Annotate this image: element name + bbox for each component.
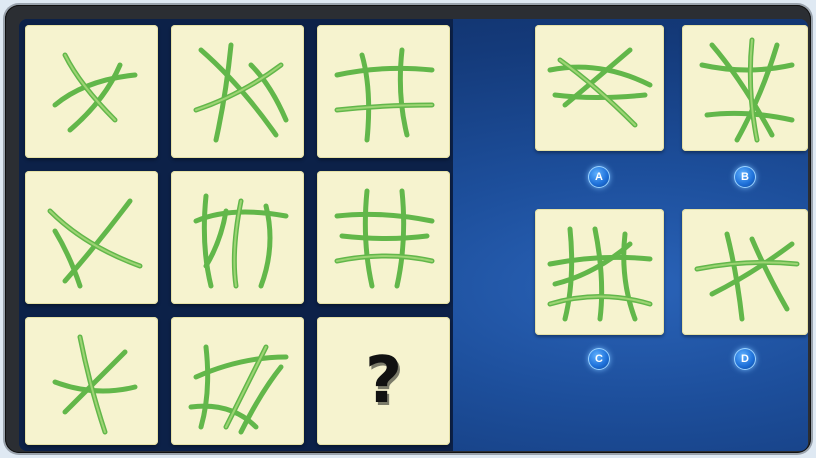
option-a-badge[interactable]: A: [588, 166, 610, 188]
strand-pattern-icon: [171, 317, 304, 445]
strand-pattern-icon: [535, 25, 664, 151]
option-d-tile[interactable]: [682, 209, 808, 335]
matrix-tile-r3c2: [171, 317, 304, 445]
matrix-tile-r2c1: [25, 171, 158, 304]
matrix-tile-r1c1: [25, 25, 158, 158]
matrix-tile-r3c3-missing: ?: [317, 317, 450, 445]
strand-pattern-icon: [682, 25, 808, 151]
option-d-badge[interactable]: D: [734, 348, 756, 370]
matrix-tile-r2c3: [317, 171, 450, 304]
strand-pattern-icon: [171, 171, 304, 304]
strand-pattern-icon: [535, 209, 664, 335]
puzzle-stage: ? A B C: [19, 19, 808, 451]
option-a-tile[interactable]: [535, 25, 664, 151]
strand-pattern-icon: [25, 317, 158, 445]
option-c-tile[interactable]: [535, 209, 664, 335]
matrix-tile-r1c2: [171, 25, 304, 158]
strand-pattern-icon: [682, 209, 808, 335]
strand-pattern-icon: [25, 171, 158, 304]
strand-pattern-icon: [317, 171, 450, 304]
option-c-badge[interactable]: C: [588, 348, 610, 370]
question-mark: ?: [317, 317, 450, 445]
option-b-badge[interactable]: B: [734, 166, 756, 188]
strand-pattern-icon: [25, 25, 158, 158]
strand-pattern-icon: [171, 25, 304, 158]
option-b-tile[interactable]: [682, 25, 808, 151]
matrix-tile-r1c3: [317, 25, 450, 158]
puzzle-frame: ? A B C: [5, 5, 811, 453]
matrix-tile-r3c1: [25, 317, 158, 445]
strand-pattern-icon: [317, 25, 450, 158]
matrix-tile-r2c2: [171, 171, 304, 304]
